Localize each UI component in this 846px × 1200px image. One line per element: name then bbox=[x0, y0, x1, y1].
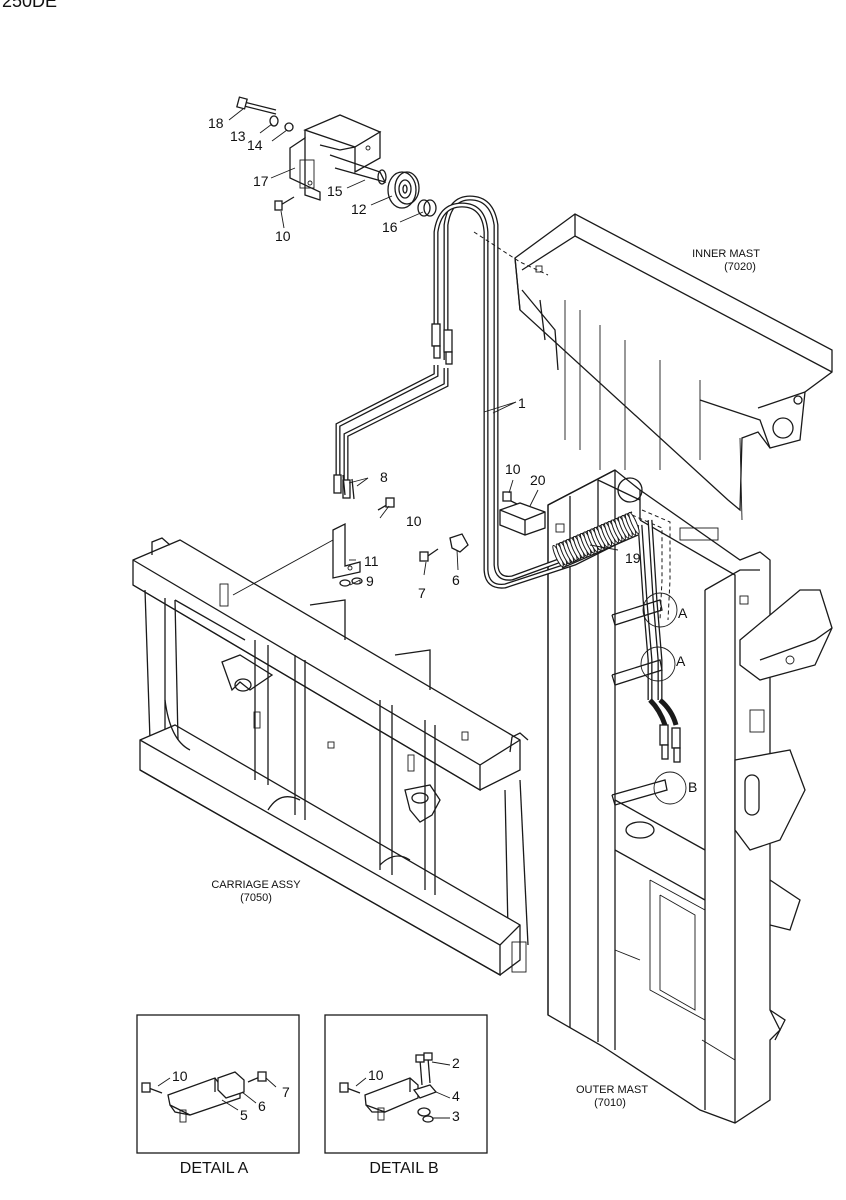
detail-a-title: DETAIL A bbox=[180, 1160, 249, 1177]
callouts: 18 13 14 17 15 12 16 10 1 8 10 11 9 7 6 … bbox=[208, 115, 697, 795]
callout-10-top: 10 bbox=[275, 228, 291, 244]
callout-16: 16 bbox=[382, 219, 398, 235]
detail-ref-a-lower: A bbox=[676, 653, 686, 669]
detail-b-callout-10: 10 bbox=[368, 1067, 384, 1083]
callout-6: 6 bbox=[452, 572, 460, 588]
protective-coil bbox=[552, 511, 640, 569]
callout-8: 8 bbox=[380, 469, 388, 485]
carriage-code: (7050) bbox=[240, 892, 272, 904]
detail-a-box: 10 7 6 5 bbox=[136, 1014, 300, 1154]
outer-mast bbox=[547, 469, 833, 1124]
carriage-assy bbox=[132, 537, 529, 977]
coil-ring bbox=[628, 511, 640, 535]
callout-12: 12 bbox=[351, 201, 367, 217]
detail-b-title: DETAIL B bbox=[369, 1160, 438, 1177]
detail-a-callout-6: 6 bbox=[258, 1098, 266, 1114]
callout-15: 15 bbox=[327, 183, 343, 199]
hose-assembly bbox=[333, 195, 681, 763]
outer-mast-label: OUTER MAST bbox=[576, 1084, 648, 1096]
callout-1: 1 bbox=[518, 395, 526, 411]
sheave-bracket bbox=[236, 96, 437, 217]
leader-lines bbox=[228, 108, 619, 586]
callout-11: 11 bbox=[364, 553, 379, 569]
callout-20: 20 bbox=[530, 472, 546, 488]
carriage-label: CARRIAGE ASSY bbox=[211, 879, 301, 891]
callout-10-mid: 10 bbox=[406, 513, 422, 529]
detail-ref-b: B bbox=[688, 779, 697, 795]
callout-14: 14 bbox=[247, 137, 263, 153]
callout-13: 13 bbox=[230, 128, 246, 144]
model-code: 250DE bbox=[2, 0, 57, 11]
callout-7: 7 bbox=[418, 585, 426, 601]
callout-17: 17 bbox=[253, 173, 269, 189]
carriage-small-parts bbox=[332, 474, 546, 587]
detail-b-callout-2: 2 bbox=[452, 1055, 460, 1071]
inner-mast-code: (7020) bbox=[724, 261, 756, 273]
inner-mast bbox=[514, 213, 833, 521]
outer-mast-code: (7010) bbox=[594, 1097, 626, 1109]
detail-a-callout-5: 5 bbox=[240, 1107, 248, 1123]
inner-mast-label: INNER MAST bbox=[692, 248, 760, 260]
detail-a-callout-7: 7 bbox=[282, 1084, 290, 1100]
detail-ref-a-upper: A bbox=[678, 605, 688, 621]
callout-10-right: 10 bbox=[505, 461, 521, 477]
detail-b-callout-3: 3 bbox=[452, 1108, 460, 1124]
callout-18: 18 bbox=[208, 115, 224, 131]
detail-b-box: 10 2 4 3 bbox=[324, 1014, 488, 1154]
callout-9: 9 bbox=[366, 573, 374, 589]
detail-a-callout-10: 10 bbox=[172, 1068, 188, 1084]
hose-clamps bbox=[611, 592, 687, 806]
detail-b-callout-4: 4 bbox=[452, 1088, 460, 1104]
callout-19: 19 bbox=[625, 550, 641, 566]
